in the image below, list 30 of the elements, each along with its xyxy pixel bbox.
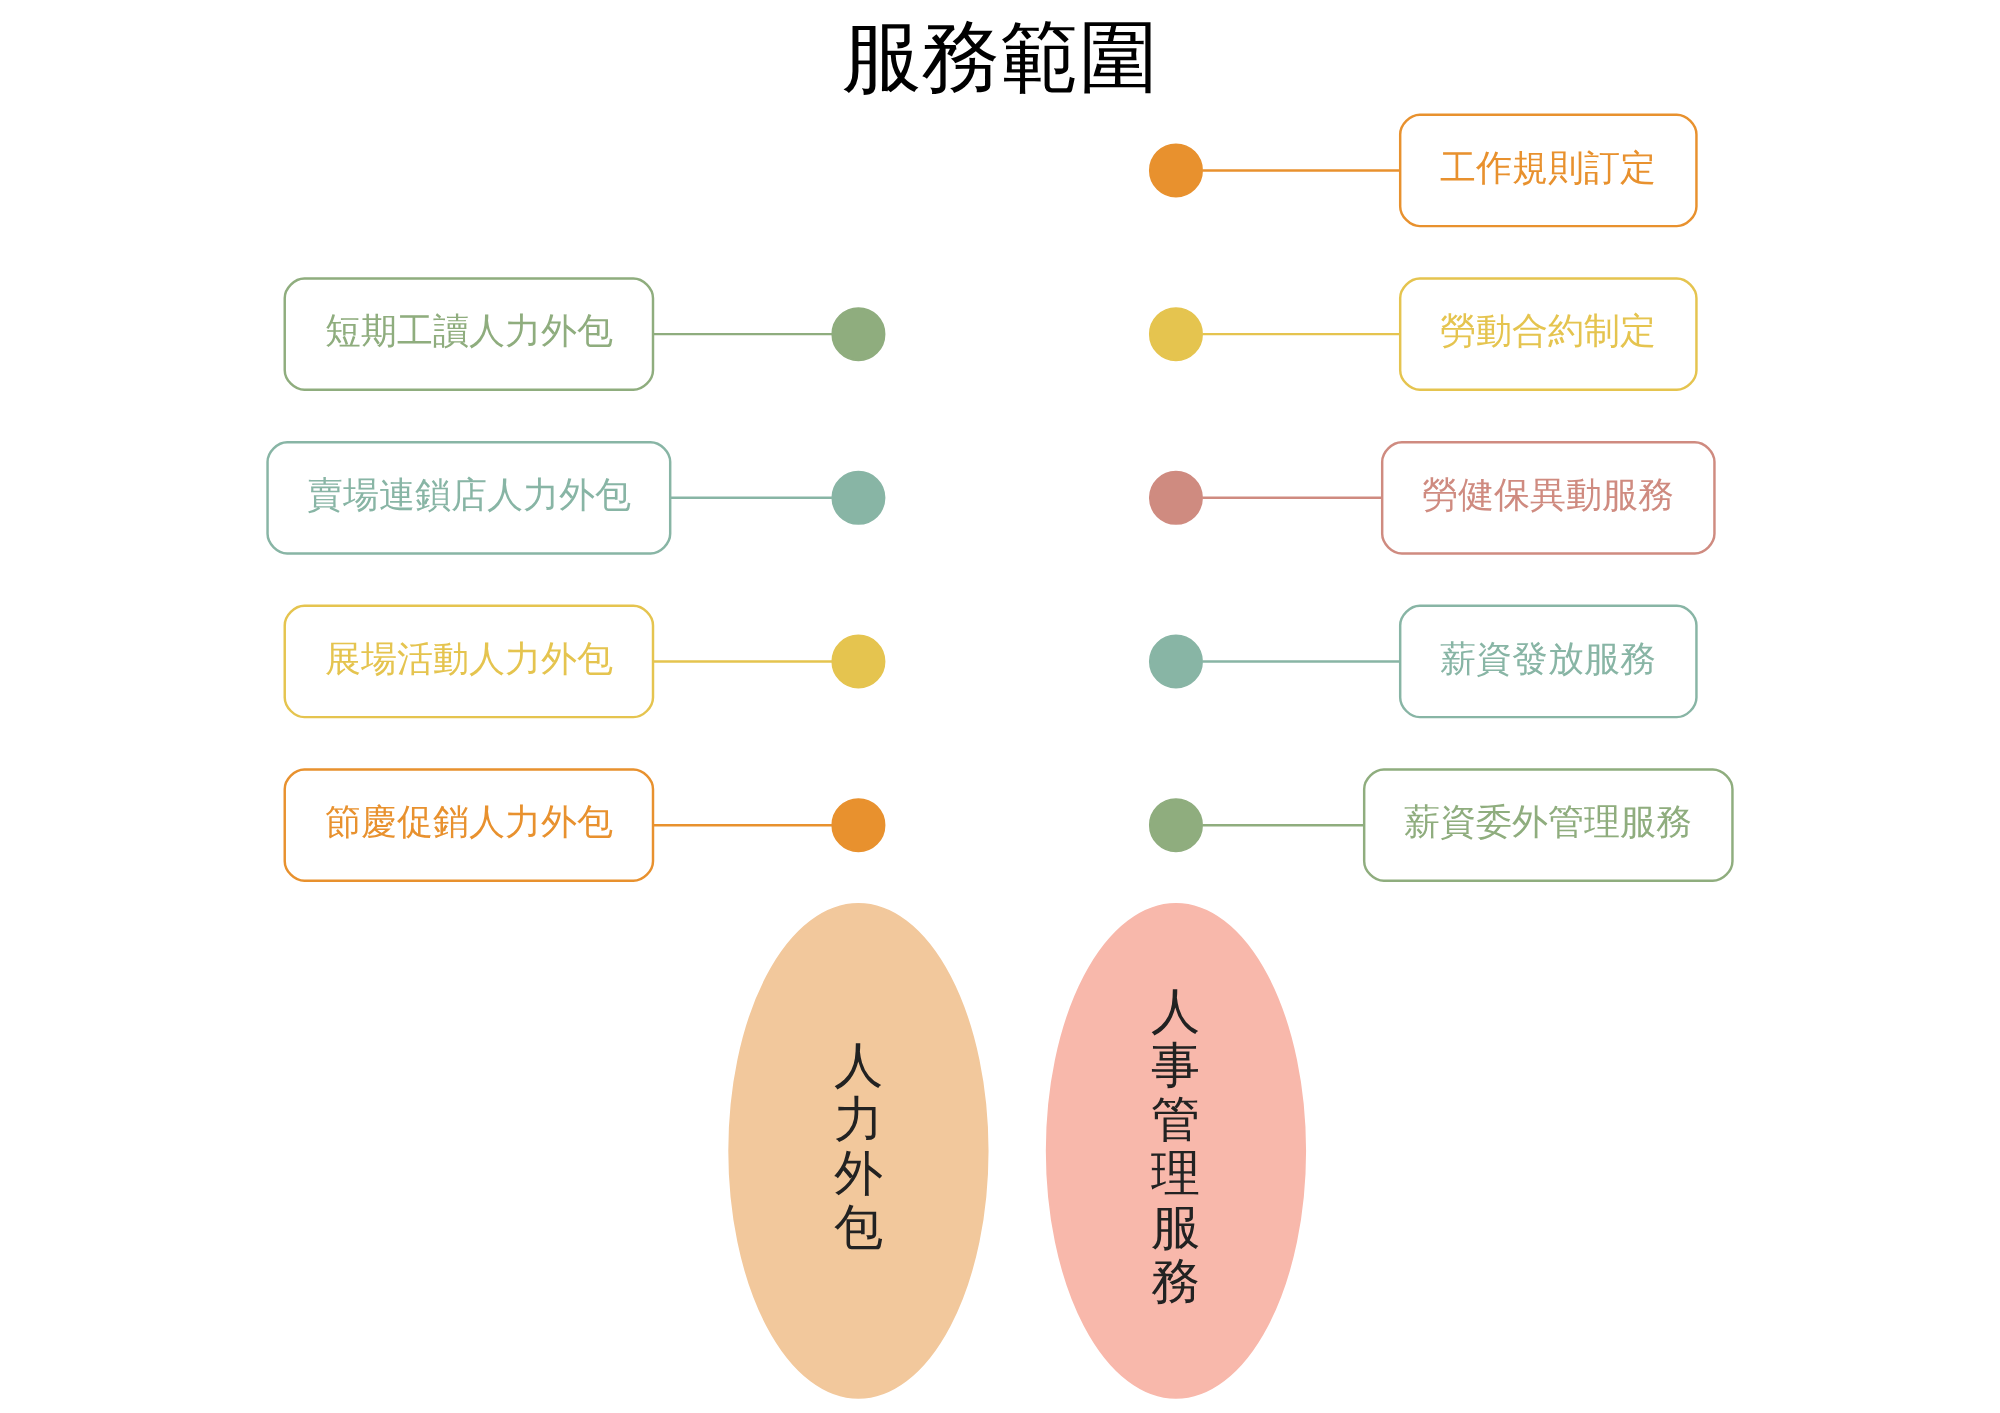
node-ellipse: 人事管理服務: [1045, 902, 1307, 1399]
connector: [1202, 332, 1400, 336]
node-box: 薪資委外管理服務: [1362, 768, 1734, 883]
node-box: 賣場連鎖店人力外包: [266, 440, 672, 555]
node-circle: [831, 634, 886, 689]
node-circle: [1148, 143, 1203, 198]
node-box: 工作規則訂定: [1398, 113, 1698, 228]
node-box: 勞健保異動服務: [1380, 440, 1716, 555]
node-circle: [831, 798, 886, 853]
node-box: 展場活動人力外包: [283, 604, 655, 719]
node-circle: [1148, 634, 1203, 689]
connector: [1202, 660, 1400, 663]
node-circle: [831, 470, 886, 525]
node-circle: [1148, 307, 1203, 362]
connector: [670, 496, 832, 500]
connector: [1202, 169, 1400, 172]
connector: [1202, 823, 1365, 827]
diagram-title: 服務範圍: [842, 11, 1158, 104]
node-box: 勞動合約制定: [1398, 277, 1698, 392]
node-box: 薪資發放服務: [1398, 604, 1698, 719]
connector: [653, 823, 833, 827]
node-circle: [1148, 798, 1203, 853]
connector: [653, 332, 833, 336]
node-circle: [831, 307, 886, 362]
node-box: 短期工讀人力外包: [283, 277, 655, 392]
connector: [1202, 496, 1382, 500]
connector: [653, 660, 833, 663]
node-box: 節慶促銷人力外包: [283, 768, 655, 883]
node-ellipse: 人力外包: [728, 902, 989, 1399]
node-circle: [1148, 470, 1203, 525]
